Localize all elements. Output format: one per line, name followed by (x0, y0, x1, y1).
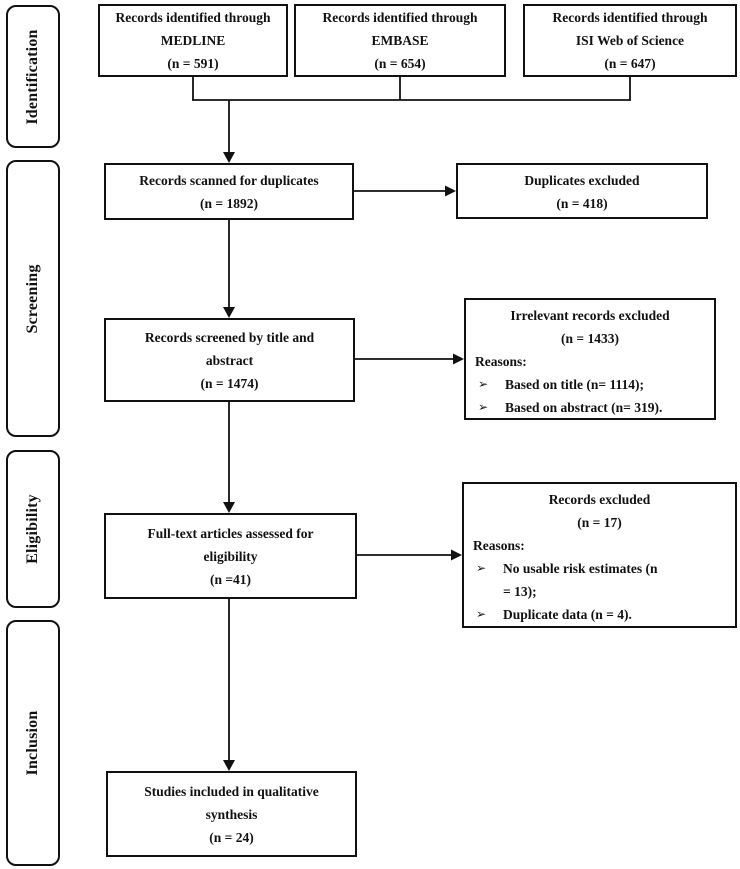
box-line: Records screened by title and (144, 329, 315, 345)
box-records-excluded: Records excluded (n = 17) Reasons: ➢ No … (462, 482, 737, 628)
box-studies-included: Studies included in qualitative synthesi… (106, 771, 357, 857)
arrow-screened-to-irrelevant (355, 353, 464, 365)
box-line: (n = 17) (577, 515, 622, 530)
box-line: (n = 418) (556, 195, 608, 211)
reasons-label: Reasons: (475, 354, 527, 369)
bullet-line: Based on title (n= 1114); (505, 377, 644, 392)
box-line: Irrelevant records excluded (510, 308, 670, 323)
reasons-label: Reasons: (473, 538, 525, 553)
box-line: Records excluded (548, 492, 651, 507)
box-line: Records scanned for duplicates (139, 172, 319, 188)
reason-bullet: ➢ No usable risk estimates (n = 13); (473, 557, 726, 603)
box-line: Full-text articles assessed for (147, 525, 314, 541)
stage-identification-label: Identification (24, 28, 41, 125)
box-line: (n = 1474) (200, 375, 259, 391)
box-line: (n = 647) (604, 56, 656, 71)
arrow-screened-to-fulltext (223, 401, 235, 513)
bullet-line: = 13); (503, 584, 537, 599)
stage-identification: Identification (6, 5, 60, 148)
box-line: Records identified through (115, 10, 271, 25)
bullet-arrowhead-icon: ➢ (478, 400, 489, 414)
bullet-arrowhead-icon: ➢ (478, 377, 489, 391)
bullet-arrowhead-icon: ➢ (476, 607, 487, 621)
box-line: (n = 1433) (561, 331, 619, 346)
bullet-line: Duplicate data (n = 4). (503, 607, 632, 622)
arrow-scanned-to-duplicates (354, 185, 456, 197)
bullet-line: Based on abstract (n= 319). (505, 400, 663, 415)
box-source-embase: Records identified through EMBASE (n = 6… (294, 4, 506, 77)
bullet-line: No usable risk estimates (n (503, 561, 658, 576)
box-line: EMBASE (371, 33, 429, 48)
box-line: eligibility (203, 548, 258, 564)
stage-eligibility-label: Eligibility (24, 494, 41, 564)
box-line: (n = 591) (167, 56, 219, 71)
reason-bullet: ➢ Based on title (n= 1114); (475, 373, 705, 396)
box-line: (n = 24) (209, 829, 254, 845)
arrow-scanned-to-screened (223, 219, 235, 318)
stage-screening: Screening (6, 160, 60, 437)
source-collector-lines (192, 76, 631, 154)
box-line: (n =41) (209, 571, 252, 587)
reason-bullet: ➢ Duplicate data (n = 4). (473, 603, 726, 626)
box-line: (n = 654) (374, 56, 426, 71)
box-records-screened: Records screened by title and abstract (… (104, 318, 355, 402)
box-line: abstract (205, 352, 254, 368)
box-source-medline: Records identified through MEDLINE (n = … (98, 4, 288, 77)
stage-eligibility: Eligibility (6, 450, 60, 608)
stage-inclusion: Inclusion (6, 620, 60, 866)
box-line: (n = 1892) (200, 195, 258, 211)
box-line: Records identified through (322, 10, 478, 25)
stage-screening-label: Screening (24, 263, 41, 334)
arrow-fulltext-to-included (223, 598, 235, 771)
box-records-scanned: Records scanned for duplicates (n = 1892… (104, 163, 354, 220)
box-line: MEDLINE (160, 33, 226, 48)
box-source-isi-web-of-science: Records identified through ISI Web of Sc… (523, 4, 737, 77)
stage-inclusion-label: Inclusion (24, 710, 41, 776)
arrow-collector-to-scanned (223, 152, 235, 163)
box-line: Records identified through (552, 10, 708, 25)
box-duplicates-excluded: Duplicates excluded (n = 418) (456, 163, 708, 219)
reason-bullet: ➢ Based on abstract (n= 319). (475, 396, 705, 419)
box-line: Duplicates excluded (524, 172, 640, 188)
box-irrelevant-excluded: Irrelevant records excluded (n = 1433) R… (464, 298, 716, 420)
arrow-fulltext-to-excluded (357, 549, 462, 561)
bullet-arrowhead-icon: ➢ (476, 561, 487, 575)
box-fulltext-assessed: Full-text articles assessed for eligibil… (104, 513, 357, 599)
box-line: synthesis (205, 806, 258, 822)
box-line: Studies included in qualitative (144, 783, 319, 799)
box-line: ISI Web of Science (575, 33, 685, 48)
